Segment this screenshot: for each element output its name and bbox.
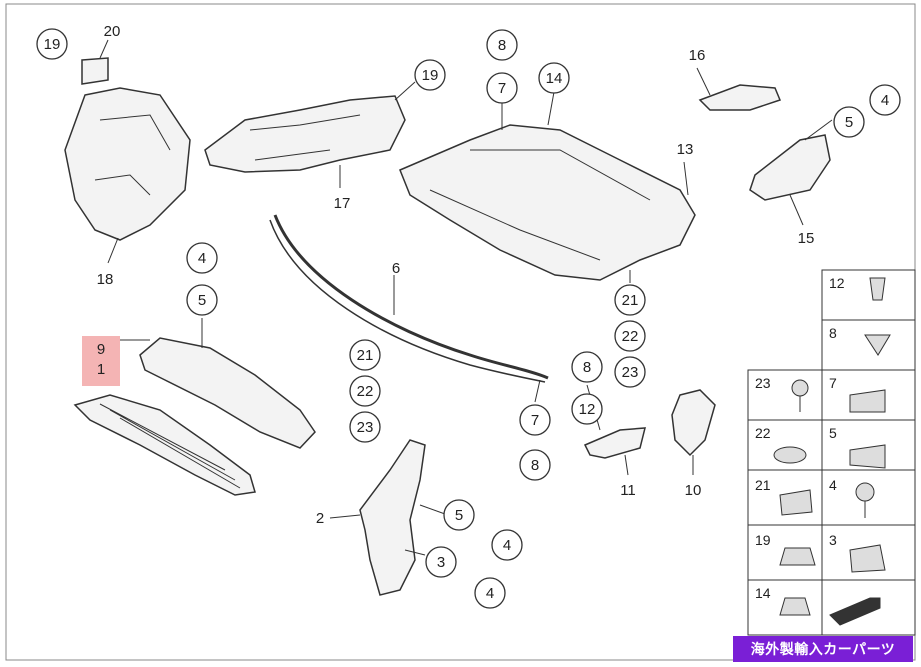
callout-circle-c7b	[519, 404, 551, 436]
legend-21: 21	[755, 477, 771, 493]
callout-circle-c5a	[833, 106, 865, 138]
fastener-23-icon	[791, 379, 809, 397]
legend-19: 19	[755, 532, 771, 548]
callout-circle-c22a	[349, 375, 381, 407]
callout-c5a: 5	[845, 114, 853, 131]
part-13	[399, 124, 696, 281]
callout-c7a: 7	[498, 80, 506, 97]
callout-c23a: 23	[357, 419, 374, 436]
callout-circle-c23b	[614, 356, 646, 388]
callout-circle-c4b	[186, 242, 218, 274]
callout-2: 2	[316, 510, 324, 527]
callout-circle-c4a	[869, 84, 901, 116]
fastener-8-icon	[864, 334, 891, 356]
callout-9: 9	[97, 341, 105, 358]
callout-c8b: 8	[583, 359, 591, 376]
callout-c23b: 23	[622, 364, 639, 381]
callout-c4c: 4	[503, 537, 511, 554]
fastener-22-icon	[773, 446, 807, 464]
callout-13: 13	[677, 141, 694, 158]
fastener-19-icon	[779, 547, 816, 566]
fastener-4-icon	[855, 482, 875, 502]
watermark-badge: 海外製輸入カーパーツ	[733, 636, 913, 662]
callout-circle-c8a	[486, 29, 518, 61]
callout-c14a: 14	[546, 70, 563, 87]
part-2	[359, 439, 426, 596]
callout-circle-c8b	[571, 351, 603, 383]
callout-circle-c7a	[486, 72, 518, 104]
callout-c21a: 21	[357, 347, 374, 364]
part-10	[671, 389, 716, 457]
callout-circle-c23a	[349, 411, 381, 443]
fastener-12-icon	[869, 277, 886, 301]
part-18	[64, 87, 191, 241]
callout-c4a: 4	[881, 92, 889, 109]
part-15	[749, 134, 831, 201]
callout-10: 10	[685, 482, 702, 499]
legend-23: 23	[755, 375, 771, 391]
callout-20: 20	[104, 23, 121, 40]
callout-circle-c19b	[414, 59, 446, 91]
callout-circle-c21b	[614, 284, 646, 316]
callout-18: 18	[97, 271, 114, 288]
highlight-box	[82, 336, 120, 386]
legend-22: 22	[755, 425, 771, 441]
callout-circle-c5c	[443, 499, 475, 531]
leader-lines	[99, 39, 833, 556]
callout-circle-c12a	[571, 393, 603, 425]
part-11	[583, 427, 646, 459]
part-17	[204, 95, 406, 173]
callout-17: 17	[334, 195, 351, 212]
callout-c5c: 5	[455, 507, 463, 524]
callout-1: 1	[97, 361, 105, 378]
callout-c3: 3	[437, 554, 445, 571]
legend-labels: 12 8 23 7 22 5 21 4 19 3 14	[755, 275, 845, 601]
callout-circle-c14a	[538, 62, 570, 94]
legend-8: 8	[829, 325, 837, 341]
part-6	[273, 214, 549, 380]
callout-c4b: 4	[198, 250, 206, 267]
fastener-21-icon	[779, 489, 813, 516]
legend-14: 14	[755, 585, 771, 601]
callout-c4d: 4	[486, 585, 494, 602]
callout-c21b: 21	[622, 292, 639, 309]
fastener-7-icon	[849, 389, 886, 413]
callout-c12a: 12	[579, 401, 596, 418]
callout-c5b: 5	[198, 292, 206, 309]
callout-c8c: 8	[531, 457, 539, 474]
callout-c22a: 22	[357, 383, 374, 400]
callout-circle-c21a	[349, 339, 381, 371]
callout-circle-c22b	[614, 320, 646, 352]
callout-circle-c19a	[36, 28, 68, 60]
callout-circle-c4c	[491, 529, 523, 561]
callout-15: 15	[798, 230, 815, 247]
callout-c7b: 7	[531, 412, 539, 429]
fastener-legend	[747, 269, 916, 636]
fastener-5-icon	[849, 444, 886, 469]
arrow-icon	[829, 597, 881, 626]
callout-c8a: 8	[498, 37, 506, 54]
callout-c19b: 19	[422, 67, 439, 84]
callout-c22b: 22	[622, 328, 639, 345]
legend-7: 7	[829, 375, 837, 391]
callout-circle-c3	[425, 546, 457, 578]
legend-4: 4	[829, 477, 837, 493]
callout-11: 11	[620, 482, 636, 499]
callout-circle-c5b	[186, 284, 218, 316]
fastener-14-icon	[779, 597, 811, 616]
legend-5: 5	[829, 425, 837, 441]
callout-6: 6	[392, 260, 400, 277]
callout-c19a: 19	[44, 36, 61, 53]
fastener-3-icon	[849, 544, 886, 573]
callout-circle-c8c	[519, 449, 551, 481]
legend-12: 12	[829, 275, 845, 291]
part-20	[81, 57, 109, 85]
legend-3: 3	[829, 532, 837, 548]
part-16	[698, 84, 782, 111]
callout-circle-c4d	[474, 577, 506, 609]
callout-16: 16	[689, 47, 706, 64]
